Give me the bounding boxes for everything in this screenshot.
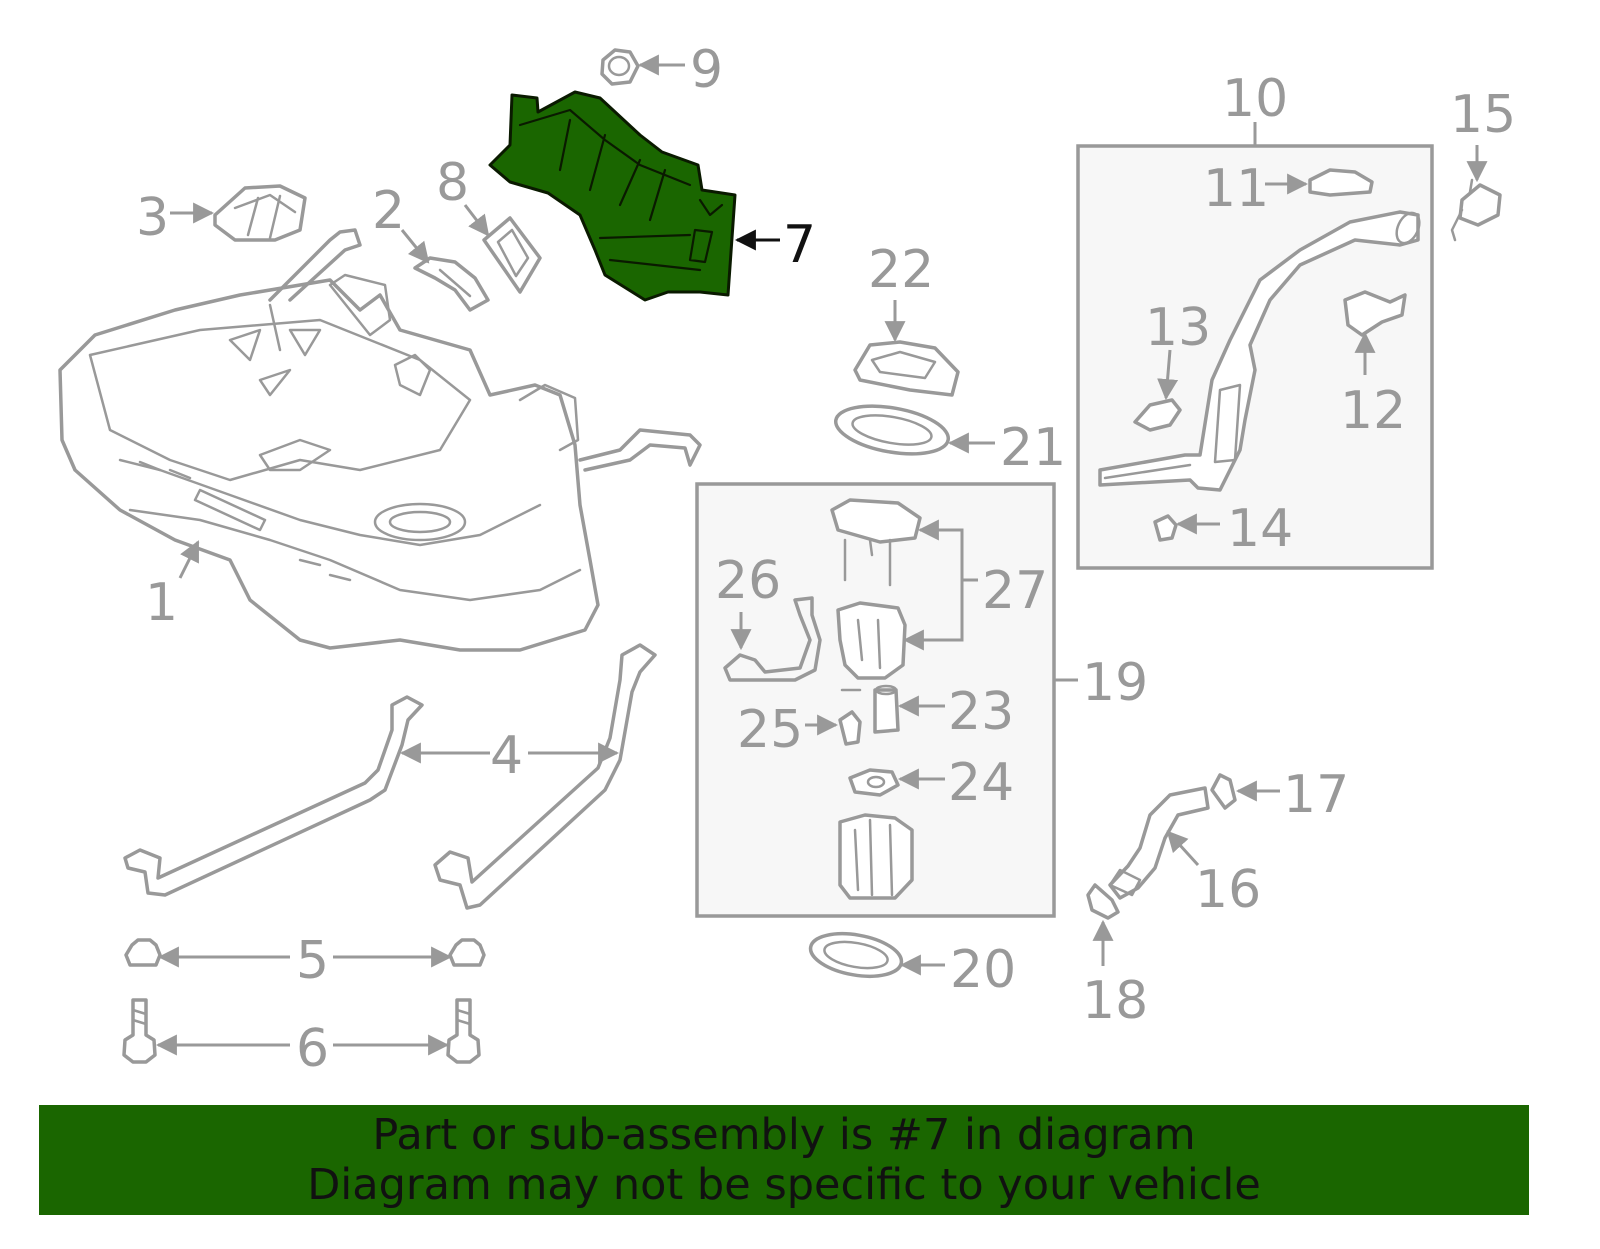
callout-7: 7: [783, 215, 816, 275]
part-3-pad[interactable]: [213, 184, 307, 242]
part-26-harness[interactable]: [723, 596, 822, 682]
callout-19: 19: [1082, 653, 1148, 713]
part-1-fuel-tank[interactable]: [58, 228, 702, 652]
callout-24: 24: [948, 753, 1014, 813]
callout-11: 11: [1203, 159, 1269, 219]
callout-14: 14: [1227, 499, 1293, 559]
part-6-bolts[interactable]: [122, 998, 481, 1064]
callout-13: 13: [1145, 298, 1211, 358]
callout-16: 16: [1195, 860, 1261, 920]
callout-1: 1: [145, 573, 178, 633]
callout-6: 6: [296, 1019, 329, 1079]
part-25-regulator[interactable]: [838, 710, 862, 746]
part-5-nuts[interactable]: [124, 938, 486, 967]
part-22-cover[interactable]: [853, 340, 960, 397]
callout-12: 12: [1340, 381, 1406, 441]
callout-8: 8: [436, 153, 469, 213]
part-2-insulator[interactable]: [413, 256, 490, 312]
callout-4: 4: [490, 726, 523, 786]
banner-line-2: Diagram may not be specific to your vehi…: [307, 1160, 1261, 1210]
part-23-filter[interactable]: [873, 684, 900, 734]
part-13-clamp[interactable]: [1133, 398, 1182, 432]
banner-line-1: Part or sub-assembly is #7 in diagram: [372, 1110, 1196, 1160]
callout-26: 26: [715, 551, 781, 611]
callout-18: 18: [1082, 971, 1148, 1031]
callout-20: 20: [950, 940, 1016, 1000]
callout-2: 2: [372, 181, 405, 241]
part-15-fuel-cap[interactable]: [1450, 178, 1502, 242]
part-12-bracket[interactable]: [1343, 290, 1407, 337]
callout-23: 23: [948, 682, 1014, 742]
part-10-filler-pipe[interactable]: [1098, 209, 1424, 492]
callout-21: 21: [1000, 418, 1066, 478]
pump-reservoir[interactable]: [838, 813, 914, 900]
info-banner: Part or sub-assembly is #7 in diagram Di…: [39, 1105, 1529, 1215]
part-4-tank-straps[interactable]: [123, 643, 657, 910]
part-21-gasket[interactable]: [832, 398, 952, 461]
part-14-clip[interactable]: [1153, 514, 1178, 542]
callout-17: 17: [1283, 765, 1349, 825]
part-18-clamp[interactable]: [1086, 883, 1120, 920]
callout-27: 27: [982, 561, 1048, 621]
part-27-pump-module[interactable]: [830, 498, 922, 692]
callout-25: 25: [737, 700, 803, 760]
callout-15: 15: [1450, 85, 1516, 145]
part-11-clip[interactable]: [1308, 168, 1374, 197]
callout-9: 9: [690, 40, 723, 100]
callout-10: 10: [1222, 69, 1288, 129]
part-16-hose[interactable]: [1108, 786, 1210, 900]
part-9-nut[interactable]: [600, 48, 640, 86]
part-17-clamp[interactable]: [1210, 773, 1237, 810]
callout-5: 5: [296, 931, 329, 991]
callout-3: 3: [136, 188, 169, 248]
part-20-gasket[interactable]: [807, 927, 905, 982]
callout-22: 22: [868, 240, 934, 300]
part-7-heat-shield[interactable]: [488, 90, 737, 302]
part-8-plate[interactable]: [482, 216, 542, 294]
